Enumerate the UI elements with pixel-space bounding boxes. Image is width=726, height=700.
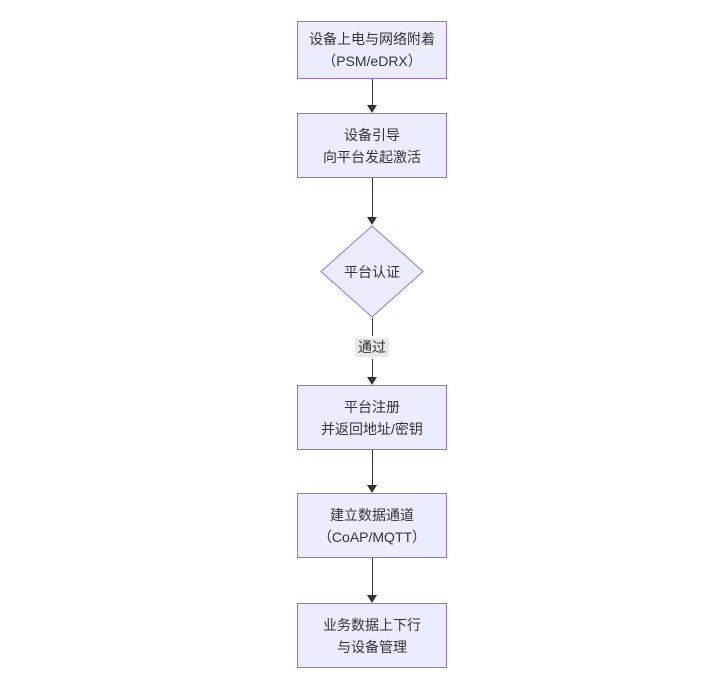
arrow-head-icon [367, 217, 377, 225]
edge-line [371, 178, 373, 217]
node-data-channel-line2: （CoAP/MQTT） [317, 528, 427, 545]
diamond-shape [320, 225, 424, 318]
edge-power-to-bootstrap [297, 79, 447, 113]
node-data-channel: 建立数据通道 （CoAP/MQTT） [297, 493, 447, 558]
node-power-attach-line1: 设备上电与网络附着 [309, 31, 435, 47]
arrow-head-icon [367, 485, 377, 493]
edge-label-pass: 通过 [355, 338, 389, 357]
node-bootstrap-line2: 向平台发起激活 [323, 148, 421, 165]
node-power-attach-line2: （PSM/eDRX） [322, 53, 422, 69]
edge-bootstrap-to-auth [297, 178, 447, 225]
edge-line [371, 359, 373, 377]
flowchart: 设备上电与网络附着 （PSM/eDRX） 设备引导 向平台发起激活 平台认证 通… [297, 21, 447, 668]
node-business: 业务数据上下行 与设备管理 [297, 603, 447, 668]
node-bootstrap: 设备引导 向平台发起激活 [297, 113, 447, 178]
edge-line [371, 450, 373, 485]
edge-auth-to-register: 通过 [297, 318, 447, 385]
edge-line [371, 558, 373, 595]
node-business-line2: 与设备管理 [337, 638, 407, 655]
node-power-attach: 设备上电与网络附着 （PSM/eDRX） [297, 21, 447, 79]
edge-line [371, 318, 373, 336]
node-register-line1: 平台注册 [344, 398, 400, 415]
node-business-line1: 业务数据上下行 [323, 616, 421, 633]
edge-line [371, 79, 373, 105]
node-register: 平台注册 并返回地址/密钥 [297, 385, 447, 450]
node-platform-auth: 平台认证 [320, 225, 424, 318]
node-bootstrap-line1: 设备引导 [344, 126, 400, 143]
arrow-head-icon [367, 377, 377, 385]
edge-register-to-channel [297, 450, 447, 493]
edge-channel-to-business [297, 558, 447, 603]
arrow-head-icon [367, 595, 377, 603]
node-register-line2: 并返回地址/密钥 [321, 420, 423, 437]
arrow-head-icon [367, 105, 377, 113]
node-platform-auth-label: 平台认证 [344, 263, 400, 280]
node-data-channel-line1: 建立数据通道 [330, 506, 414, 523]
